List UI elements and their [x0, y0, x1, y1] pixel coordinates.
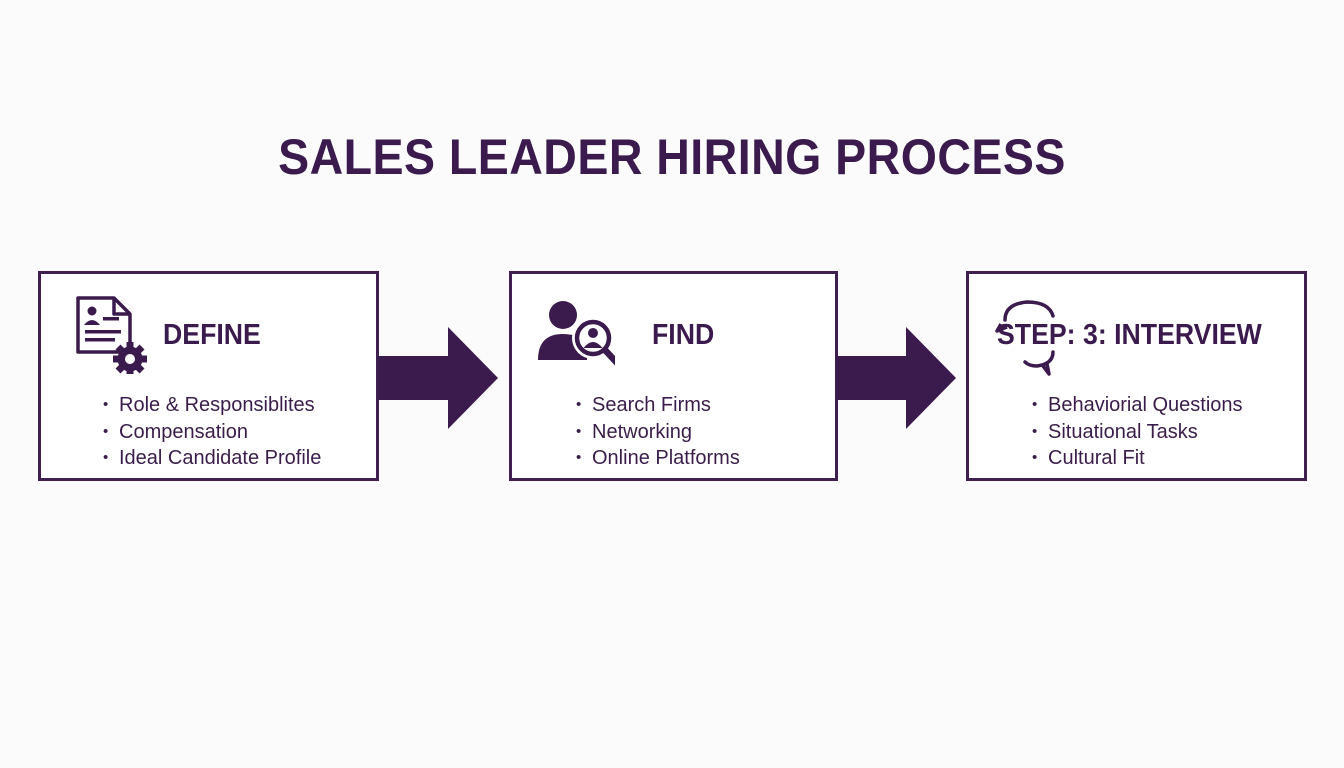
list-item: Behaviorial Questions	[1032, 392, 1243, 419]
step-box-define: DEFINE Role & Responsiblites Compensatio…	[38, 271, 379, 481]
speech-bubbles-icon	[995, 300, 1055, 376]
person-search-icon	[538, 301, 615, 366]
arrow-right-icon	[378, 327, 498, 429]
step-box-find: FIND Search Firms Networking Online Plat…	[509, 271, 838, 481]
step-list-find: Search Firms Networking Online Platforms	[576, 392, 740, 472]
page-title: SALES LEADER HIRING PROCESS	[278, 129, 1066, 185]
document-gear-icon	[76, 296, 147, 374]
step-list-interview: Behaviorial Questions Situational Tasks …	[1032, 392, 1243, 472]
list-item: Search Firms	[576, 392, 740, 419]
step-box-interview: STEP: 3: INTERVIEW Behaviorial Questions…	[966, 271, 1307, 481]
list-item: Ideal Candidate Profile	[103, 445, 321, 472]
list-item: Cultural Fit	[1032, 445, 1243, 472]
step-list-define: Role & Responsiblites Compensation Ideal…	[103, 392, 321, 472]
arrow-right-icon	[836, 327, 956, 429]
list-item: Compensation	[103, 419, 321, 446]
list-item: Online Platforms	[576, 445, 740, 472]
step-title-interview: STEP: 3: INTERVIEW	[997, 319, 1262, 351]
list-item: Networking	[576, 419, 740, 446]
step-title-find: FIND	[652, 319, 715, 351]
list-item: Situational Tasks	[1032, 419, 1243, 446]
list-item: Role & Responsiblites	[103, 392, 321, 419]
step-title-define: DEFINE	[163, 319, 261, 351]
